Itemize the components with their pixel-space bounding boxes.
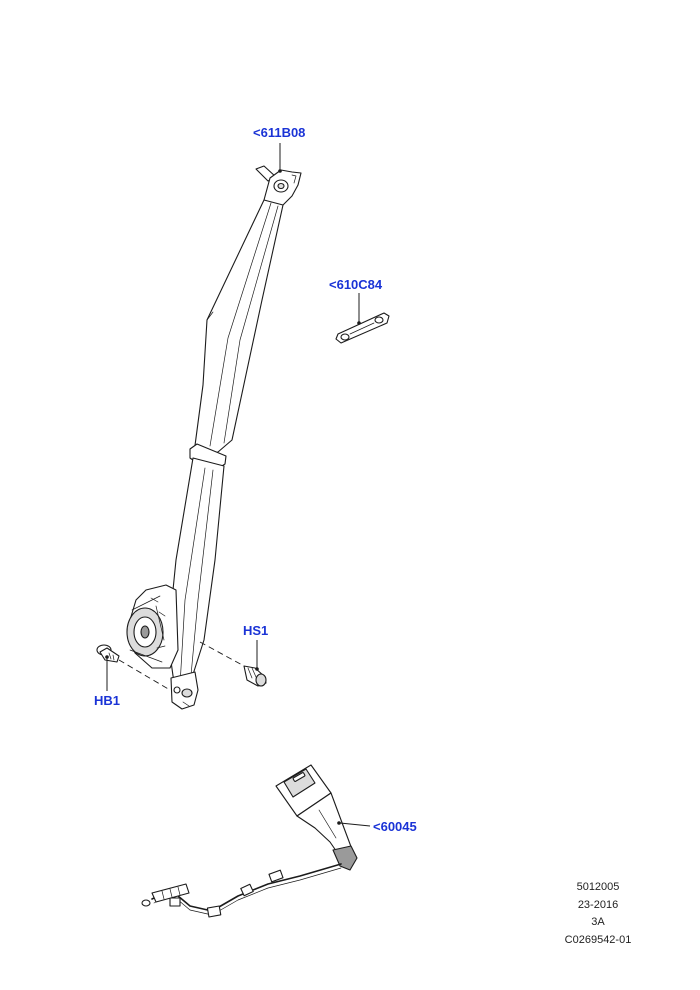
screw-hs1-part[interactable] [243, 665, 267, 687]
bracket-part[interactable] [335, 312, 390, 344]
callout-screw-hs1[interactable]: HS1 [243, 623, 269, 638]
diagram-code-block: 5012005 23-2016 3A C0269542-01 [548, 879, 648, 949]
bolt-hb1-part[interactable] [96, 644, 120, 663]
callout-bolt-hb1[interactable]: HB1 [94, 693, 121, 708]
code-line-2: 23-2016 [577, 898, 619, 911]
code-line-1: 5012005 [576, 881, 620, 893]
seat-belt-assembly[interactable] [126, 165, 302, 710]
callout-belt-upper[interactable]: <611B08 [253, 125, 306, 140]
code-line-4: C0269542-01 [564, 933, 632, 946]
belt-webbing-upper [193, 199, 284, 454]
callout-bracket[interactable]: <610C84 [329, 277, 383, 292]
code-line-3: 3A [591, 916, 605, 928]
callout-buckle[interactable]: <60045 [373, 819, 417, 834]
buckle-part[interactable] [141, 764, 358, 918]
belt-webbing-lower [167, 457, 225, 691]
